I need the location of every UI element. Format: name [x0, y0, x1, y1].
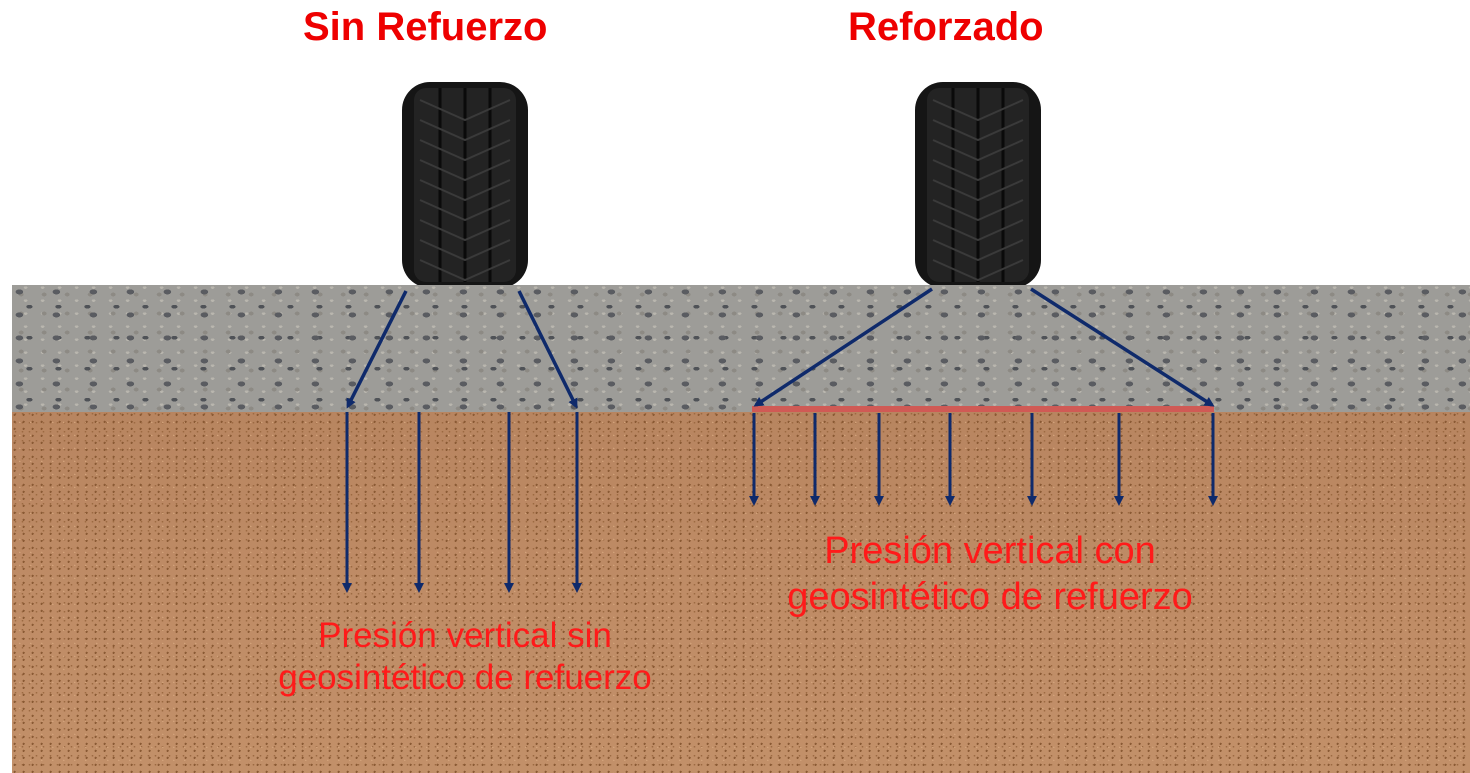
tire-right-image: [915, 82, 1041, 288]
gravel-base-layer: [12, 285, 1470, 412]
caption-with-geosynthetic: Presión vertical con geosintético de ref…: [787, 530, 1193, 618]
title-reforzado: Reforzado: [848, 5, 1044, 49]
right-spread-arrow: [1030, 287, 1215, 407]
caption-without-geosynthetic: Presión vertical sin geosintético de ref…: [278, 616, 652, 697]
left-spread-arrow: [346, 290, 408, 409]
subgrade-soil-layer: [12, 412, 1470, 773]
title-sin-refuerzo: Sin Refuerzo: [303, 5, 548, 49]
tire-left-image: [402, 82, 528, 288]
right-spread-arrow: [753, 287, 933, 407]
left-spread-arrow: [517, 290, 578, 409]
